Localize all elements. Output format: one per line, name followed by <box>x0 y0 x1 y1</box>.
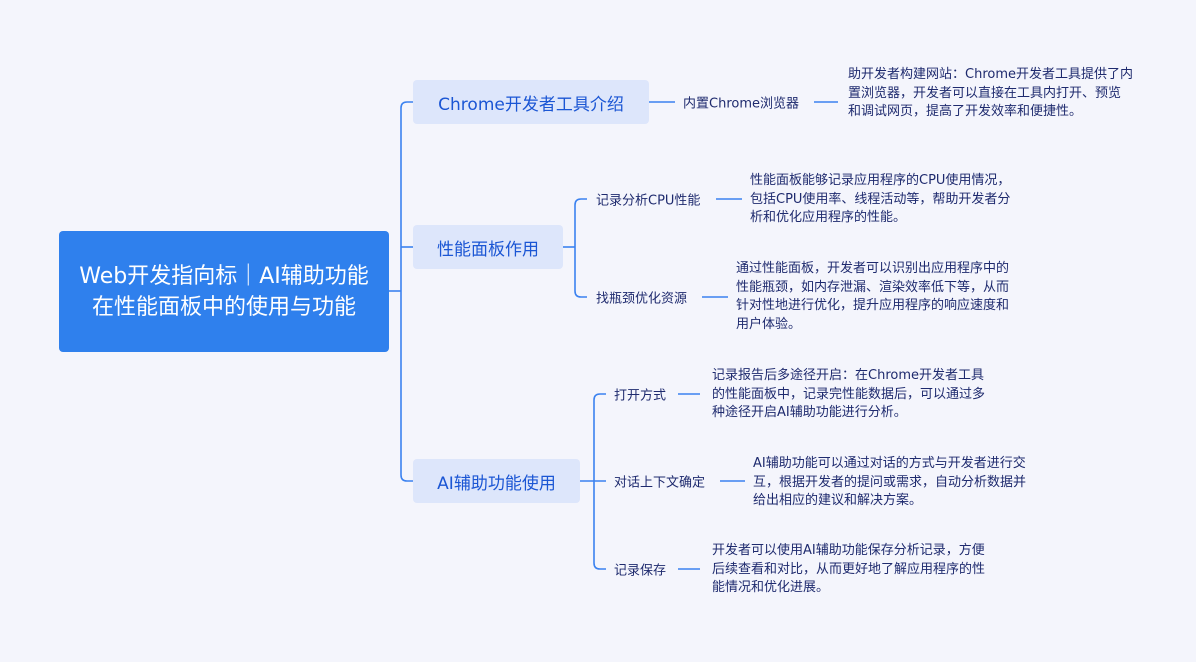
detail-text: AI辅助功能可以通过对话的方式与开发者进行交互，根据开发者的提问或需求，自动分析… <box>753 456 1027 508</box>
detail-text: 性能面板能够记录应用程序的CPU使用情况，包括CPU使用率、线程活动等，帮助开发… <box>750 173 1011 225</box>
branch-label: 性能面板作用 <box>437 239 539 260</box>
root-title: Web开发指向标｜AI辅助功能在性能面板中的使用与功能 <box>79 263 369 320</box>
detail-text: 记录报告后多途径开启：在Chrome开发者工具的性能面板中，记录完性能数据后，可… <box>712 368 986 420</box>
branch-ai-assist[interactable]: AI辅助功能使用 <box>413 459 580 503</box>
subtopic[interactable]: 记录分析CPU性能 <box>596 193 701 209</box>
subtopic[interactable]: 对话上下文确定 <box>614 475 706 491</box>
root-topic[interactable]: Web开发指向标｜AI辅助功能在性能面板中的使用与功能 <box>59 231 389 352</box>
subtopic[interactable]: 打开方式 <box>614 388 667 404</box>
branch-label: AI辅助功能使用 <box>437 473 556 494</box>
detail-text: 开发者可以使用AI辅助功能保存分析记录，方便后续查看和对比，从而更好地了解应用程… <box>712 543 986 595</box>
branch-label: Chrome开发者工具介绍 <box>438 94 624 115</box>
subtopic[interactable]: 记录保存 <box>614 563 667 579</box>
subtopic[interactable]: 找瓶颈优化资源 <box>596 291 688 307</box>
branch-chrome-devtools[interactable]: Chrome开发者工具介绍 <box>413 80 649 124</box>
detail-text: 助开发者构建网站：Chrome开发者工具提供了内置浏览器，开发者可以直接在工具内… <box>848 67 1133 119</box>
subtopic[interactable]: 内置Chrome浏览器 <box>683 96 799 112</box>
branch-performance-panel[interactable]: 性能面板作用 <box>413 225 563 269</box>
detail-text: 通过性能面板，开发者可以识别出应用程序中的性能瓶颈，如内存泄漏、渲染效率低下等，… <box>736 261 1010 332</box>
